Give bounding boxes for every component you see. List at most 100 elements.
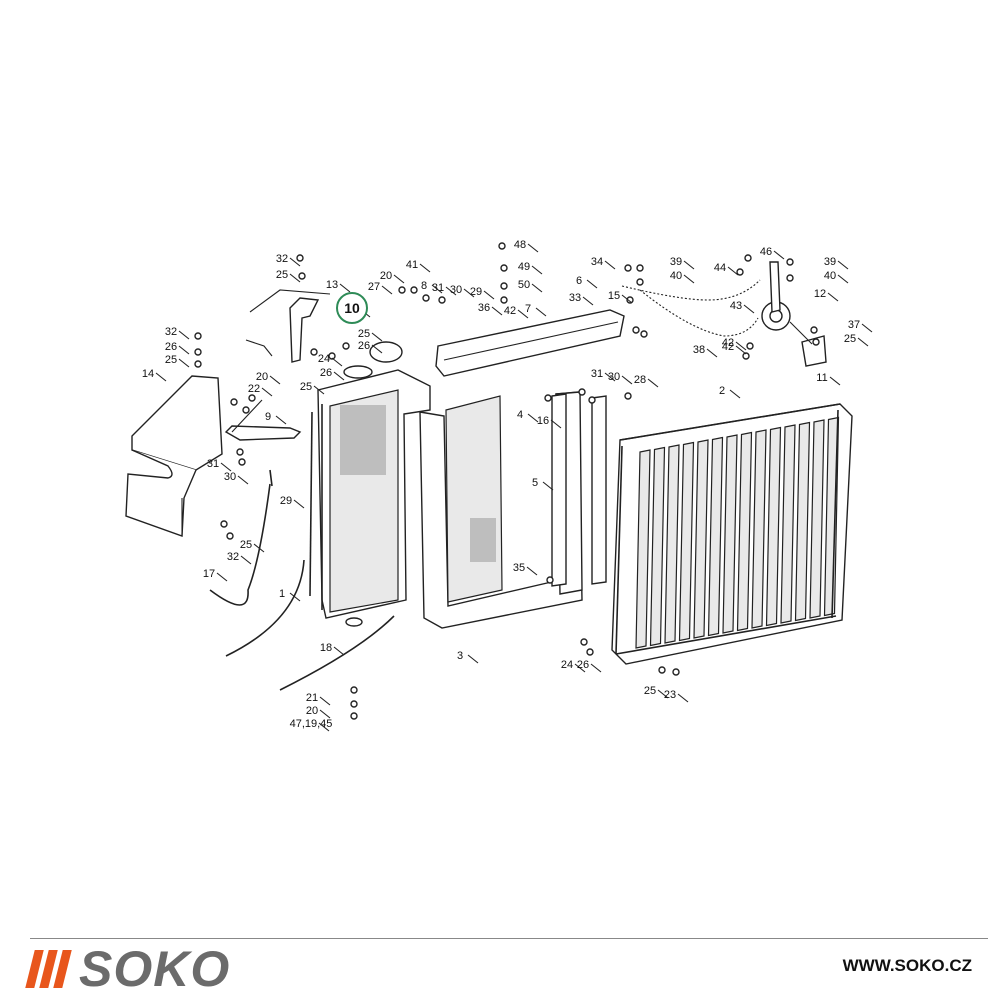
callout-label: 31 [432, 282, 444, 294]
leader-line [586, 279, 598, 289]
callout-label: 39 [670, 256, 682, 268]
brand-name: SOKO [79, 941, 231, 997]
callout-label: 4 [517, 409, 523, 421]
bolt [194, 332, 202, 340]
leader-line [289, 592, 301, 602]
bolt [624, 392, 632, 400]
leader-line [837, 274, 849, 284]
leader-line [542, 481, 554, 491]
callout-label: 40 [824, 270, 836, 282]
callout-label: 25 [358, 328, 370, 340]
leader-line [216, 572, 228, 582]
callout-label: 30 [450, 284, 462, 296]
callout-label: 38 [693, 344, 705, 356]
bolt [636, 264, 644, 272]
bolt [544, 394, 552, 402]
callout-label: 25 [644, 685, 656, 697]
bolt [422, 294, 430, 302]
louvre-slat [678, 441, 695, 642]
leader-line [339, 283, 351, 293]
callout-label: 25 [844, 333, 856, 345]
leader-line [773, 250, 785, 260]
louvre-slat [722, 434, 738, 634]
bolt [744, 254, 752, 262]
bolt [220, 520, 228, 528]
leader-line [318, 722, 330, 732]
leader-line [706, 348, 718, 358]
leader-line [269, 375, 281, 385]
leader-lines [155, 243, 873, 732]
leader-line [463, 288, 475, 298]
callout-label: 31 [591, 368, 603, 380]
leader-line [604, 260, 616, 270]
bolt [742, 352, 750, 360]
bolt [786, 274, 794, 282]
louvre-slat [635, 449, 651, 649]
bolt [248, 394, 256, 402]
top-rail-7 [435, 309, 625, 377]
leader-line [371, 344, 383, 354]
leader-line [333, 371, 345, 381]
callout-label: 27 [368, 281, 380, 293]
leader-line [677, 693, 689, 703]
bolt [298, 272, 306, 280]
bolt [586, 648, 594, 656]
leader-line [431, 284, 443, 294]
leader-line [604, 372, 616, 382]
bolt [242, 406, 250, 414]
callout-label: 28 [634, 374, 646, 386]
callout-label: 12 [814, 288, 826, 300]
bolt [810, 326, 818, 334]
leader-line [531, 283, 543, 293]
leader-line [621, 294, 633, 304]
leader-line [526, 566, 538, 576]
leader-line [729, 389, 741, 399]
callout-label: 34 [591, 256, 603, 268]
hoses [209, 469, 395, 691]
callout-label: 42 [722, 337, 734, 349]
callout-label: 26 [165, 341, 177, 353]
leader-line [857, 337, 869, 347]
callout-label: 20 [306, 705, 318, 717]
callout-label: 5 [532, 477, 538, 489]
bolt [342, 342, 350, 350]
leader-line [735, 341, 747, 351]
callout-label: 21 [306, 692, 318, 704]
bolt [350, 686, 358, 694]
louvre-slat [736, 431, 753, 632]
callout-label: 23 [664, 689, 676, 701]
leader-line [155, 372, 167, 382]
bolt [226, 532, 234, 540]
highlighted-callout-10[interactable]: 10 [336, 292, 368, 324]
bolt [350, 712, 358, 720]
leader-line [289, 257, 301, 267]
bolt [636, 278, 644, 286]
louvre-slat [809, 419, 825, 619]
callout-label: 3 [457, 650, 463, 662]
louvre-slat [765, 426, 782, 627]
leader-line [535, 307, 547, 317]
callout-label: 40 [670, 270, 682, 282]
callout-label: 25 [300, 381, 312, 393]
leader-line [419, 263, 431, 273]
callout-label: 33 [569, 292, 581, 304]
leader-line [293, 499, 305, 509]
bolt [328, 352, 336, 360]
bolt [626, 296, 634, 304]
callout-label: 7 [525, 303, 531, 315]
leader-line [550, 419, 562, 429]
leader-line [657, 689, 669, 699]
leader-line [220, 462, 232, 472]
louvre-slat [664, 444, 680, 644]
leader-line [517, 309, 529, 319]
bolt [672, 668, 680, 676]
callout-label: 42 [722, 341, 734, 353]
callout-label: 32 [165, 326, 177, 338]
leader-line [393, 274, 405, 284]
leader-line [861, 323, 873, 333]
callout-label: 30 [608, 371, 620, 383]
website-link[interactable]: WWW.SOKO.CZ [842, 956, 972, 975]
leader-line [178, 345, 190, 355]
callout-label: 9 [265, 411, 271, 423]
leader-line [491, 306, 503, 316]
